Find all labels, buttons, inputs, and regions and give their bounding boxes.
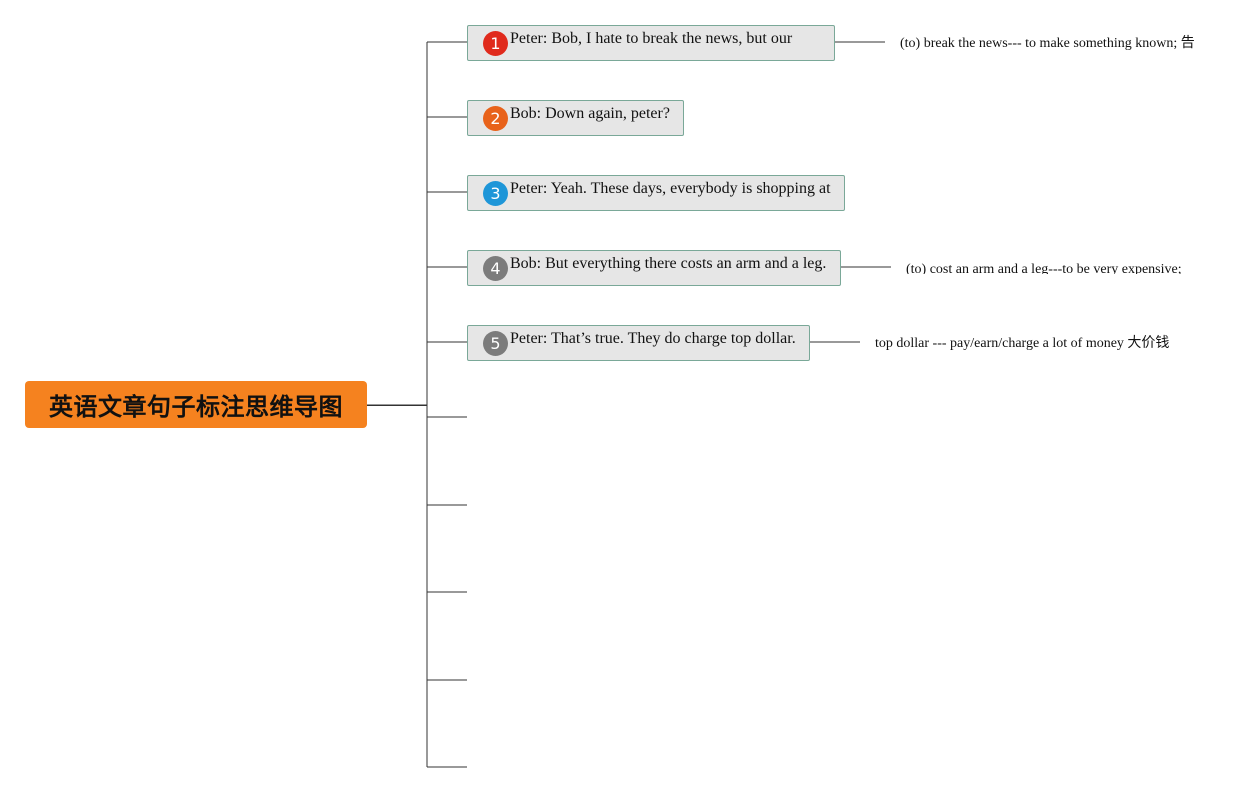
- note-cost-an-arm-and-a-leg[interactable]: (to) cost an arm and a leg---to be very …: [906, 262, 1182, 274]
- priority-2-icon: 2: [483, 106, 508, 131]
- priority-1-icon: 1: [483, 31, 508, 56]
- central-topic[interactable]: 英语文章句子标注思维导图: [25, 381, 367, 428]
- priority-4-icon: 4: [483, 256, 508, 281]
- topic-text: Peter: Bob, I hate to break the news, bu…: [510, 30, 793, 47]
- note-top-dollar[interactable]: top dollar --- pay/earn/charge a lot of …: [875, 336, 1170, 351]
- topic-text: Bob: Down again, peter?: [510, 105, 670, 122]
- topic-text: Bob: But everything there costs an arm a…: [510, 255, 827, 272]
- topic-sentence-1[interactable]: 1 Peter: Bob, I hate to break the news, …: [467, 25, 835, 61]
- topic-text: Peter: Yeah. These days, everybody is sh…: [510, 180, 831, 197]
- priority-5-icon: 5: [483, 331, 508, 356]
- priority-3-icon: 3: [483, 181, 508, 206]
- topic-sentence-4[interactable]: 4 Bob: But everything there costs an arm…: [467, 250, 841, 286]
- note-break-the-news[interactable]: (to) break the news--- to make something…: [900, 36, 1195, 51]
- topic-text: Peter: That’s true. They do charge top d…: [510, 330, 796, 347]
- topic-sentence-5[interactable]: 5 Peter: That’s true. They do charge top…: [467, 325, 810, 361]
- topic-sentence-2[interactable]: 2 Bob: Down again, peter?: [467, 100, 684, 136]
- topic-sentence-3[interactable]: 3 Peter: Yeah. These days, everybody is …: [467, 175, 845, 211]
